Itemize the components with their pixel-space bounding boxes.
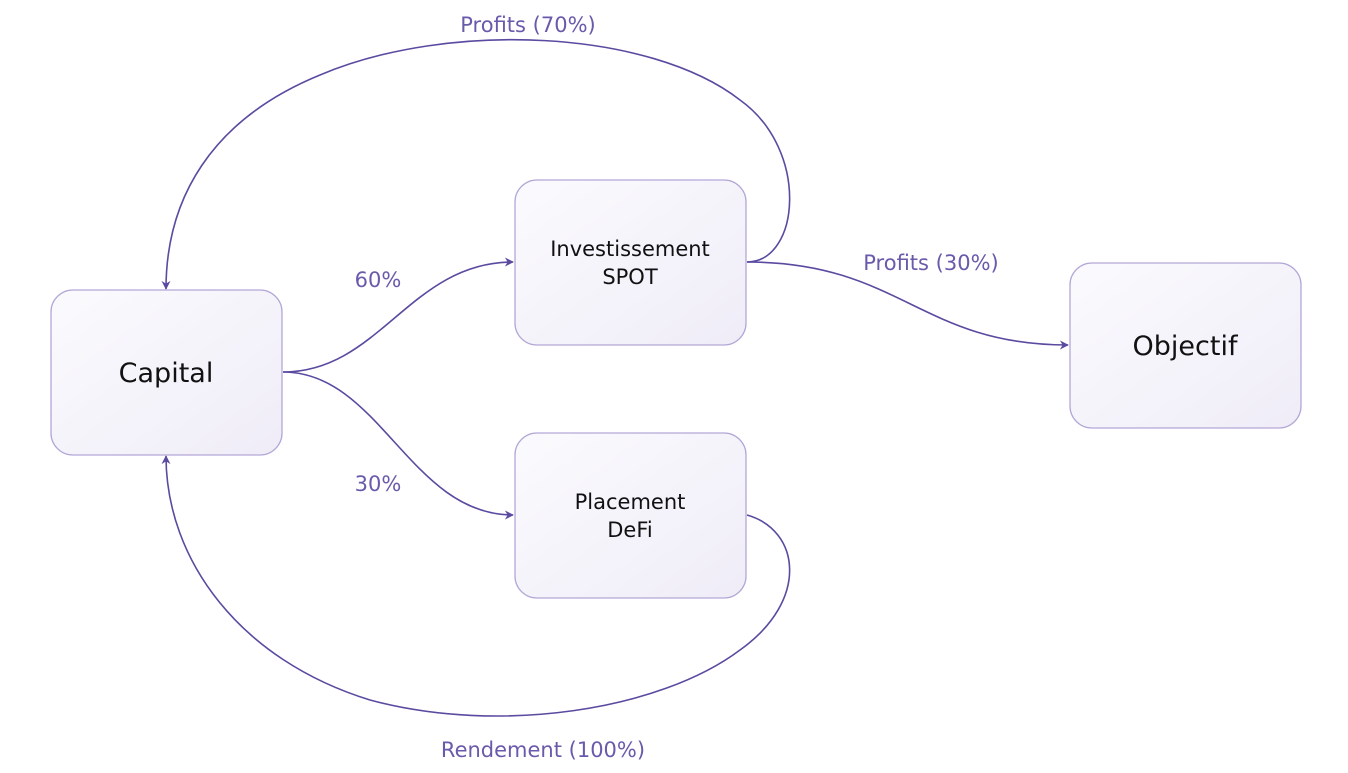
edge-capital-to-defi [282, 371, 514, 520]
node-defi-label-line1: Placement [575, 490, 686, 514]
node-capital-box [50, 289, 283, 456]
edge-spot-to-objectif [746, 261, 1069, 350]
edges [161, 38, 1069, 717]
edge-defi-to-capital [161, 455, 791, 717]
node-defi-label-line2: DeFi [607, 518, 652, 542]
edge-label-rendement: Rendement (100%) [441, 738, 645, 762]
edge-label-profits-70: Profits (70%) [460, 13, 595, 37]
node-objectif-box [1069, 262, 1302, 429]
edge-label-30-percent: 30% [355, 472, 402, 496]
node-objectif: Objectif [1069, 262, 1302, 429]
node-spot-label-line2: SPOT [602, 265, 658, 289]
node-defi: Placement DeFi [514, 432, 747, 599]
edge-labels: 60% 30% Profits (70%) Profits (30%) Rend… [355, 13, 999, 762]
edge-spot-to-capital [161, 38, 791, 290]
node-spot-label-line1: Investissement [550, 237, 710, 261]
node-capital-label: Capital [119, 358, 214, 389]
edge-label-profits-30: Profits (30%) [863, 251, 998, 275]
node-capital: Capital [50, 289, 283, 456]
node-objectif-label: Objectif [1133, 331, 1239, 362]
edge-capital-to-spot [282, 257, 514, 373]
node-spot: Investissement SPOT [514, 179, 747, 346]
node-defi-box [514, 432, 747, 599]
edge-label-60-percent: 60% [355, 268, 402, 292]
node-spot-box [514, 179, 747, 346]
